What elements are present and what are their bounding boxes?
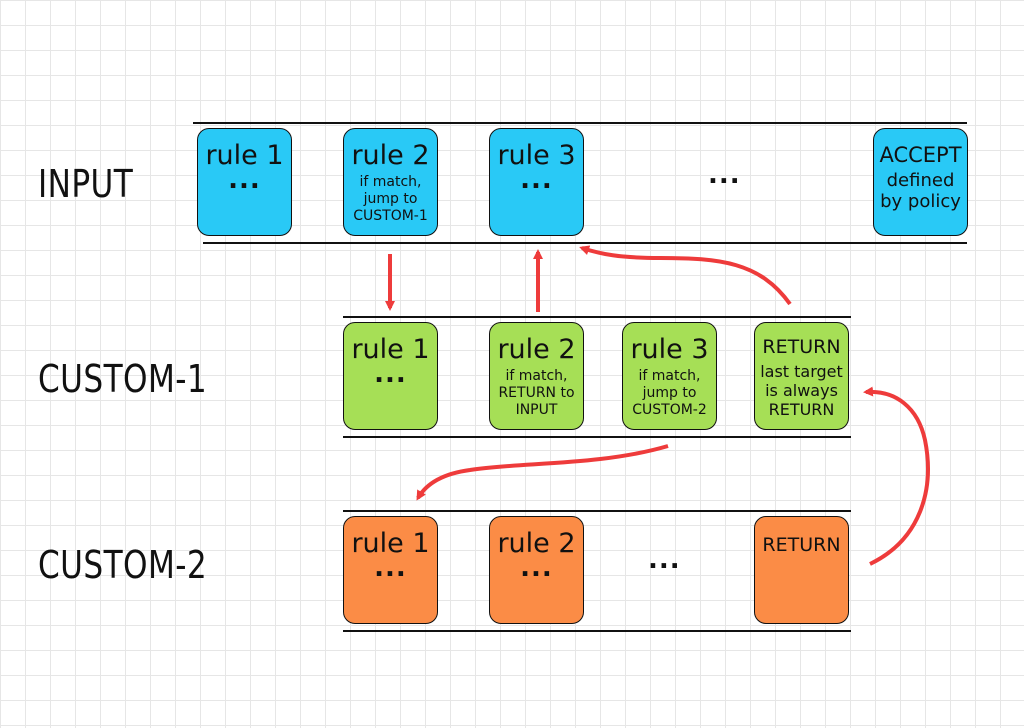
custom-1-rule-3-note: if match, jump to CUSTOM-2 (632, 368, 707, 418)
custom-1-rule-2-note: if match, RETURN to INPUT (498, 368, 575, 418)
custom-1-chain-bottom-line (343, 436, 851, 438)
custom-1-return-note: last target is always RETURN (760, 362, 843, 419)
custom-2-chain-top-line (343, 510, 851, 512)
custom-1-rule-1-title: rule 1 (351, 334, 430, 365)
input-rule-3-ellipsis: ... (520, 165, 553, 195)
input-rule-1-box[interactable]: rule 1 ... (197, 128, 292, 236)
custom-1-rule-1-box[interactable]: rule 1 ... (343, 322, 438, 430)
custom-1-rule-3-title: rule 3 (630, 334, 709, 365)
input-rule-3-title: rule 3 (497, 140, 576, 171)
custom-2-ellipsis: ... (648, 545, 681, 575)
input-accept-box[interactable]: ACCEPT defined by policy (873, 128, 968, 236)
input-accept-title: ACCEPT (879, 143, 962, 167)
custom-2-return-box[interactable]: RETURN (754, 516, 849, 624)
custom-2-rule-2-box[interactable]: rule 2 ... (489, 516, 584, 624)
input-rule-1-ellipsis: ... (228, 165, 261, 195)
custom-2-rule-1-box[interactable]: rule 1 ... (343, 516, 438, 624)
input-chain-top-line (193, 122, 967, 124)
chain-label-custom-1: CUSTOM-1 (38, 357, 208, 401)
custom-1-rule-2-box[interactable]: rule 2 if match, RETURN to INPUT (489, 322, 584, 430)
input-rule-2-title: rule 2 (351, 140, 430, 171)
input-rule-3-box[interactable]: rule 3 ... (489, 128, 584, 236)
custom-1-rule-2-title: rule 2 (497, 334, 576, 365)
input-accept-note: defined by policy (880, 170, 961, 212)
custom-1-return-box[interactable]: RETURN last target is always RETURN (754, 322, 849, 430)
arrow-custom-2-return-to-custom-1-return (863, 386, 930, 566)
custom-2-chain-bottom-line (343, 630, 851, 632)
input-rule-2-note: if match, jump to CUSTOM-1 (353, 174, 428, 224)
input-ellipsis: ... (708, 160, 741, 190)
custom-2-rule-1-title: rule 1 (351, 528, 430, 559)
input-chain-bottom-line (203, 242, 967, 244)
custom-1-rule-3-box[interactable]: rule 3 if match, jump to CUSTOM-2 (622, 322, 717, 430)
custom-2-rule-1-ellipsis: ... (374, 553, 407, 583)
custom-1-chain-top-line (343, 316, 851, 318)
custom-1-return-title: RETURN (762, 336, 841, 358)
custom-2-rule-2-ellipsis: ... (520, 553, 553, 583)
chain-label-custom-2: CUSTOM-2 (38, 543, 208, 587)
custom-2-return-title: RETURN (762, 534, 841, 556)
chain-label-input: INPUT (38, 162, 134, 206)
arrow-custom-1-rule-3-to-custom-2 (416, 444, 669, 501)
input-rule-2-box[interactable]: rule 2 if match, jump to CUSTOM-1 (343, 128, 438, 236)
custom-2-rule-2-title: rule 2 (497, 528, 576, 559)
custom-1-rule-1-ellipsis: ... (374, 359, 407, 389)
arrow-custom-1-return-to-input-rule-3 (579, 245, 792, 306)
input-rule-1-title: rule 1 (205, 140, 284, 171)
